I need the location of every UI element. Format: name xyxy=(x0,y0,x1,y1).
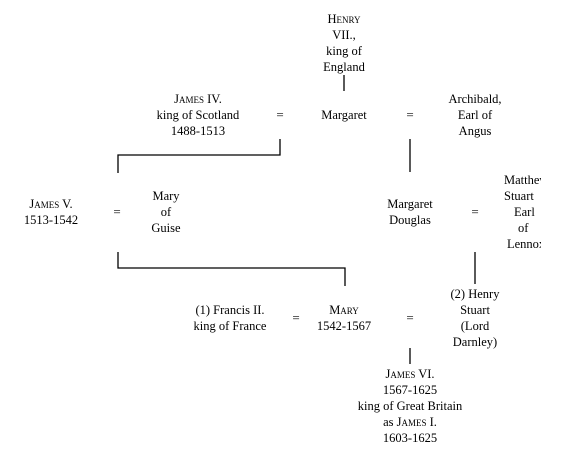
node-mary-of-guise: Mary of Guise xyxy=(136,188,196,236)
archibald-line-3: Angus xyxy=(458,124,492,138)
james4-margaret-descent-line xyxy=(117,139,281,173)
mary-of-guise-line-2: of xyxy=(160,205,172,219)
marriage-symbol-james-v-guise: = xyxy=(113,204,121,219)
margaret-name: Margaret xyxy=(321,108,367,122)
node-francis-ii: (1) Francis II. king of France xyxy=(180,302,280,334)
archibald-line-2: Earl of xyxy=(457,108,493,122)
node-james-v: James V. 1513-1542 xyxy=(8,196,94,228)
matthew-line-1: Matthew xyxy=(504,173,541,187)
henry-vii-line-2: king of xyxy=(326,44,362,58)
james-iv-line-2: 1488-1513 xyxy=(170,124,226,138)
margaret-douglas-line-2: Douglas xyxy=(389,213,431,227)
francis-ii-line-2: king of France xyxy=(193,319,267,333)
matthew-line-2: Stuart xyxy=(504,189,534,203)
james-i-numeral: I. xyxy=(426,415,437,429)
darnley-line-2: Stuart xyxy=(460,303,490,317)
james-v-line-1: 1513-1542 xyxy=(23,213,79,227)
henry-vii-line-3: England xyxy=(323,60,365,74)
darnley-line-1: (2) Henry xyxy=(450,287,500,301)
node-james-iv: James IV. king of Scotland 1488-1513 xyxy=(130,91,266,139)
node-margaret: Margaret xyxy=(304,107,384,123)
node-margaret-douglas: Margaret Douglas xyxy=(368,196,452,228)
james5-guise-descent-line xyxy=(117,252,346,286)
james-vi-line-last: 1603-1625 xyxy=(382,431,438,445)
node-mary-queen-of-scots: Mary 1542-1567 xyxy=(304,302,384,334)
james-vi-line-2: king of Great Britain xyxy=(357,399,463,413)
mary-of-guise-line-3: Guise xyxy=(151,221,181,235)
archibald-line-1: Archibald, xyxy=(448,92,502,106)
mary-line-1: 1542-1567 xyxy=(316,319,372,333)
mary-name: Mary xyxy=(329,303,359,317)
marriage-symbol-mary-darnley: = xyxy=(406,310,414,325)
darnley-line-4: Darnley) xyxy=(452,335,498,349)
node-henry-vii: Henry VII., king of England xyxy=(304,11,384,75)
francis-ii-line-1: (1) Francis II. xyxy=(195,303,265,317)
matthew-line-4: of xyxy=(518,221,529,235)
james-vi-line-1: 1567-1625 xyxy=(382,383,438,397)
james-i-name: James xyxy=(396,415,427,429)
darnley-line-3: (Lord xyxy=(460,319,490,333)
james-vi-name: James xyxy=(385,367,416,381)
marriage-symbol-margaret-archibald: = xyxy=(406,107,414,122)
matthew-line-5: Lennox xyxy=(507,237,541,251)
node-archibald: Archibald, Earl of Angus xyxy=(433,91,517,139)
marriage-symbol-francis-mary: = xyxy=(292,310,300,325)
james-iv-name: James xyxy=(174,92,205,106)
henry-vii-name: Henry xyxy=(327,12,361,26)
james-vi-as: as xyxy=(383,415,397,429)
james-iv-line-1: king of Scotland xyxy=(156,108,240,122)
node-james-vi: James VI. 1567-1625 king of Great Britai… xyxy=(340,366,480,446)
marriage-symbol-james-iv-margaret: = xyxy=(276,107,284,122)
marriage-symbol-douglas-matthew: = xyxy=(471,204,479,219)
mary-of-guise-line-1: Mary xyxy=(152,189,180,203)
james-vi-numeral: VI. xyxy=(415,367,435,381)
matthew-line-3: Earl xyxy=(514,205,535,219)
james-v-name: James xyxy=(29,197,60,211)
matthew-clip-region: Matthew Stuart Earl of Lennox xyxy=(504,172,541,252)
henry-vii-line-1: VII., xyxy=(332,28,356,42)
node-lord-darnley: (2) Henry Stuart (Lord Darnley) xyxy=(436,286,514,350)
margaret-douglas-line-1: Margaret xyxy=(387,197,433,211)
node-matthew-stuart: Matthew Stuart Earl of Lennox xyxy=(504,172,541,252)
james-v-numeral: V. xyxy=(59,197,73,211)
james-iv-numeral: IV. xyxy=(204,92,222,106)
